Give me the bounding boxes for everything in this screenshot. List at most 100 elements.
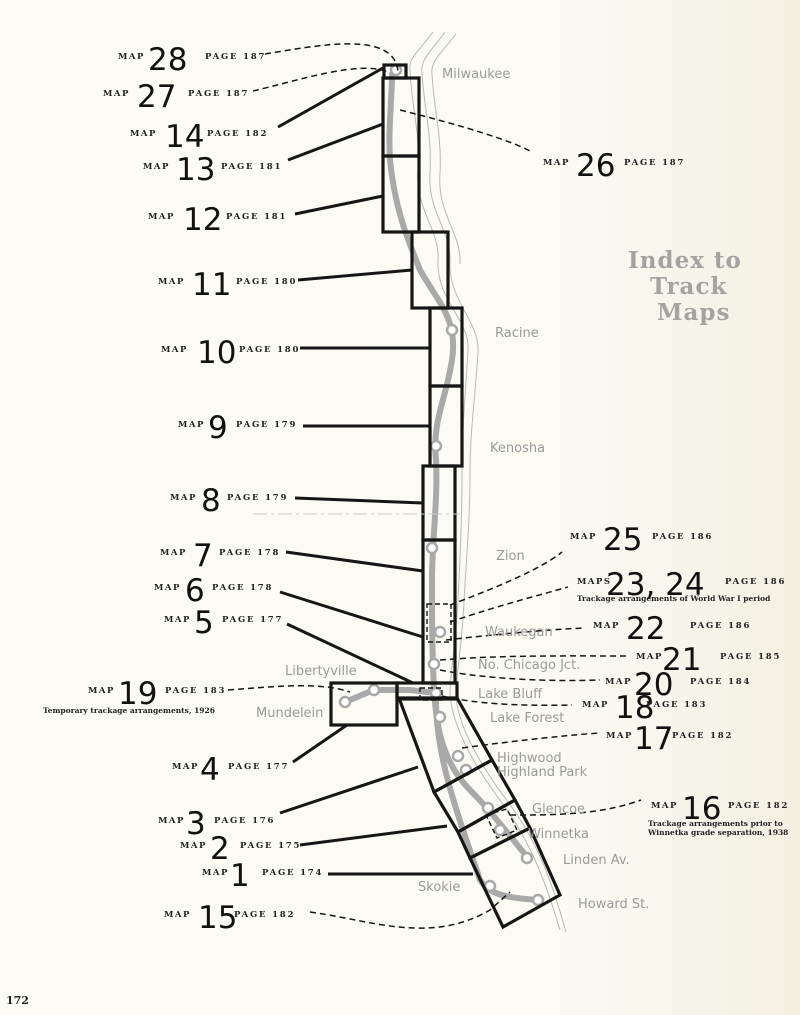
station-icon — [427, 657, 441, 671]
station-icon — [338, 695, 352, 709]
page-reference: PAGE 187 — [205, 52, 266, 62]
title-line-2: Track — [650, 273, 727, 300]
map-prefix: MAP — [651, 801, 678, 811]
leader-8 — [294, 496, 424, 505]
map-number: 9 — [208, 410, 228, 446]
map-number: 21 — [662, 642, 701, 678]
leader-5 — [286, 622, 414, 685]
page-reference: PAGE 185 — [720, 652, 781, 662]
map-prefix: MAP — [88, 686, 115, 696]
map-index-entry-11[interactable]: MAP 11 PAGE 180 — [158, 267, 297, 303]
station-icon — [433, 625, 447, 639]
leader-4 — [292, 723, 348, 764]
map-number: 13 — [176, 152, 215, 188]
page-reference: PAGE 178 — [212, 583, 273, 593]
town-label-highland-park: Highland Park — [497, 765, 588, 780]
leader-lines — [277, 66, 473, 876]
map-number: 10 — [197, 335, 236, 371]
map-prefix: MAP — [118, 52, 145, 62]
page-reference: PAGE 174 — [262, 868, 323, 878]
dash-leader-20 — [439, 669, 601, 682]
page-reference: PAGE 175 — [240, 841, 301, 851]
leader-2 — [299, 824, 448, 847]
map-number: 12 — [183, 202, 222, 238]
map-number: 15 — [198, 900, 237, 936]
map-prefix: MAP — [158, 277, 185, 287]
page-reference: PAGE 182 — [672, 731, 733, 741]
page-reference: PAGE 182 — [234, 910, 295, 920]
map-number: 5 — [194, 605, 214, 641]
map-number: 16 — [682, 791, 721, 827]
town-label-lake-forest: Lake Forest — [490, 711, 564, 726]
map-number: 25 — [603, 522, 642, 558]
map-prefix: MAP — [178, 420, 205, 430]
page-reference: PAGE 182 — [207, 129, 268, 139]
map-number: 11 — [192, 267, 231, 303]
station-icon — [445, 323, 459, 337]
map-16-box — [485, 808, 518, 839]
map-number: 6 — [185, 573, 205, 609]
map-19-box — [329, 681, 399, 727]
dash-leader-19 — [227, 685, 351, 693]
leader-12 — [294, 194, 384, 216]
town-label-waukegan: Waukegan — [485, 625, 553, 640]
town-label-howard-st: Howard St. — [578, 897, 649, 912]
map-number: 28 — [148, 42, 187, 78]
map-12-box — [381, 154, 421, 234]
map-prefix: MAP — [582, 700, 609, 710]
dash-leader-21 — [439, 655, 629, 661]
page-reference: PAGE 186 — [652, 532, 713, 542]
page-reference: PAGE 182 — [728, 801, 789, 811]
map-prefix: MAP — [164, 910, 191, 920]
page-reference: PAGE 180 — [236, 277, 297, 287]
map-1-box — [467, 825, 563, 930]
town-label-highwood: Highwood — [497, 751, 562, 766]
town-label-racine: Racine — [495, 326, 539, 341]
page-reference: PAGE 187 — [188, 89, 249, 99]
map-prefix: MAP — [593, 621, 620, 631]
map-number: 27 — [137, 79, 176, 115]
map-number: 2 — [210, 831, 230, 867]
station-icon — [433, 710, 447, 724]
station-icon — [429, 439, 443, 453]
map-number: 26 — [576, 148, 615, 184]
leader-13 — [287, 122, 384, 162]
page-reference: PAGE 181 — [226, 212, 287, 222]
dash-leader-28 — [264, 43, 399, 73]
map-prefix: MAP — [161, 345, 188, 355]
map-number: 17 — [634, 721, 673, 757]
dash-leader-22 — [445, 627, 586, 641]
station-icon — [425, 541, 439, 555]
page-reference: PAGE 183 — [165, 686, 226, 696]
map-prefix: MAP — [143, 162, 170, 172]
dashed-leader-lines — [227, 43, 642, 929]
